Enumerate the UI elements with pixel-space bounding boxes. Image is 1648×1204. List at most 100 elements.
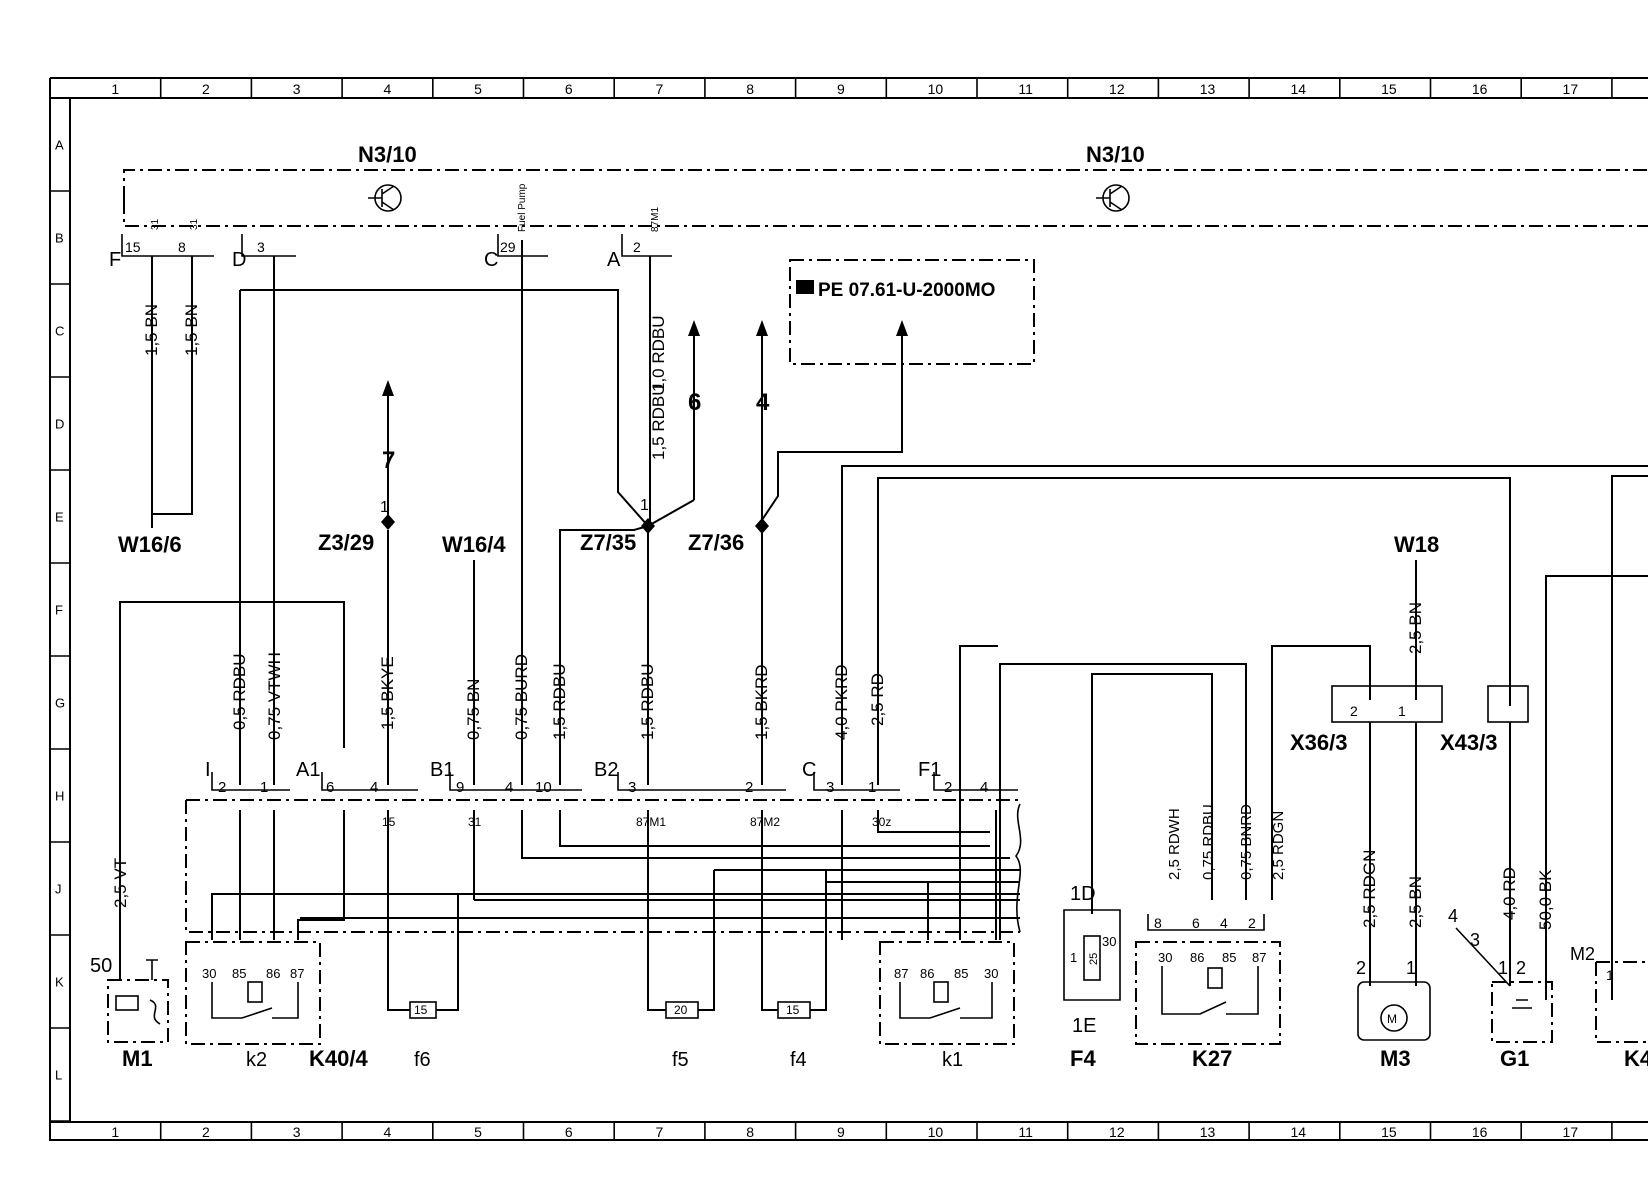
reference-book-icon [796, 280, 814, 294]
frame-column-label: 15 [1381, 1124, 1397, 1140]
frame-row-label: A [55, 138, 64, 153]
connector-f-tag-31: 31 [150, 218, 161, 230]
frame-column-label: 15 [1381, 81, 1397, 97]
ground-w16-4: W16/4 [442, 532, 506, 557]
frame-column-label: 4 [383, 81, 391, 97]
frame-column-label: 1 [111, 1124, 119, 1140]
frame-column-label: 2 [202, 81, 210, 97]
g1-pin-2: 2 [1516, 958, 1526, 978]
k4-label: K4 [1624, 1046, 1648, 1071]
fuse-f5-label: f5 [672, 1049, 689, 1071]
connector-a-tag-87m1: 87M1 [650, 207, 661, 232]
x36-pin-1: 1 [1398, 703, 1406, 719]
splice-z3-29-label: Z3/29 [318, 530, 374, 555]
wire-label: 4,0 RD [1500, 867, 1519, 920]
m3-label: M3 [1380, 1046, 1411, 1071]
k2-pin-87: 87 [290, 966, 304, 981]
frame-column-label: 16 [1472, 1124, 1488, 1140]
frame-row-label: E [55, 510, 64, 525]
frame-row-label: K [55, 975, 64, 990]
fuse-icon [665, 1001, 699, 1019]
transistor-icon [368, 184, 402, 212]
frame-row-label: C [55, 324, 64, 339]
arrow-label-left: 7 [382, 447, 395, 474]
k40-term-30z: 30z [872, 815, 891, 829]
frame-column-label: 5 [474, 81, 482, 97]
grounds: W16/6 W16/4 W18 [118, 532, 1439, 557]
wire-label: 4,0 PKRD [832, 664, 851, 740]
k27-pin-6: 6 [1192, 915, 1200, 931]
k1-pin-30: 30 [984, 966, 998, 981]
k4-pin: 1 [1606, 967, 1614, 983]
wire-label: 1,5 BN [142, 304, 161, 356]
frame-column-label: 12 [1109, 1124, 1125, 1140]
k40-pin-a1-6: 6 [326, 779, 334, 796]
connector-f-label: F [109, 249, 121, 271]
ground-w18: W18 [1394, 532, 1439, 557]
motor-icon-glyph: M [1387, 1012, 1397, 1026]
fuse-f6-value: 15 [414, 1003, 428, 1017]
wire-label: 0,5 RDBU [230, 653, 249, 730]
splice-icon [381, 514, 395, 530]
k40-pin-a1-4: 4 [370, 779, 378, 796]
k40-term-31: 31 [468, 815, 482, 829]
fuse-icon [777, 1001, 811, 1019]
frame-column-label: 1 [111, 81, 119, 97]
splice-z7-36-label: Z7/36 [688, 530, 744, 555]
k27-pin-2: 2 [1248, 915, 1256, 931]
ground-w16-6: W16/6 [118, 532, 182, 557]
frame-column-label: 4 [383, 1124, 391, 1140]
frame-column-label: 13 [1200, 1124, 1216, 1140]
k40-pin-b2-2: 2 [745, 779, 753, 796]
frame-column-label: 13 [1200, 81, 1216, 97]
k40-pin-b1-4: 4 [505, 779, 513, 796]
frame-column-label: 9 [837, 81, 845, 97]
wire-label: 1,5 RDBU [638, 663, 657, 740]
fuse-f4-label: f4 [790, 1049, 807, 1071]
f4-pin-b: 30 [1102, 934, 1116, 949]
k27-pin-8: 8 [1154, 915, 1162, 931]
k40-4-box: I A1 B1 B2 C F1 2 1 6 4 9 4 10 3 2 3 1 2… [185, 759, 1022, 1071]
fuse-icon [1083, 935, 1101, 981]
component-k4: M2 1 K4 [1570, 944, 1648, 1071]
wire-label: 0,75 BNRD [1238, 804, 1255, 880]
relay-k27: 8 6 4 2 30 86 85 87 K27 [1135, 914, 1281, 1071]
fuse-f4-value: 15 [786, 1003, 800, 1017]
connector-a-label: A [607, 249, 621, 271]
pump-motor-m3: M 2 1 M3 [1356, 958, 1431, 1071]
arrow-up-icon [382, 320, 908, 396]
k2-pin-30: 30 [202, 966, 216, 981]
wire-label: 2,5 RD [868, 673, 887, 726]
k27-term-87: 87 [1252, 950, 1266, 965]
k1-pin-87: 87 [894, 966, 908, 981]
relay-coil-icon [247, 981, 263, 1003]
wire-label: 1,5 BKYE [378, 656, 397, 730]
frame-column-label: 3 [293, 81, 301, 97]
k40-pin-b1-10: 10 [535, 779, 552, 796]
reference-text: PE 07.61-U-2000MO [818, 280, 995, 301]
control-unit-label-left: N3/10 [358, 142, 417, 167]
connector-f-pin-15: 15 [125, 239, 141, 255]
connector-c-pin-29: 29 [500, 239, 516, 255]
wire-label: 2,5 RDWH [1166, 808, 1183, 880]
k40-pin-i-2: 2 [218, 779, 226, 796]
wire-label: 1,5 RDBU [550, 663, 569, 740]
wires [119, 240, 1648, 1000]
splices: 1 Z3/29 1 Z7/35 Z7/36 [318, 497, 769, 555]
fuse-icon [409, 1001, 437, 1019]
k40-pin-f1-4: 4 [980, 779, 988, 796]
g1-pin-3: 3 [1470, 930, 1480, 950]
wire-label: 2,5 BN [1406, 876, 1425, 928]
g1-pin-1: 1 [1498, 958, 1508, 978]
splice-icon [755, 518, 769, 534]
frame-row-label: L [55, 1068, 62, 1083]
k40-term-87m2: 87M2 [750, 815, 780, 829]
g1-label: G1 [1500, 1046, 1529, 1071]
k4-plug: M2 [1570, 944, 1595, 964]
frame-row-label: B [55, 231, 64, 246]
connector-d-pin-3: 3 [257, 239, 265, 255]
starter-m1: 50 M1 [90, 955, 169, 1071]
x36-pin-2: 2 [1350, 703, 1358, 719]
frame-column-label: 17 [1563, 81, 1579, 97]
